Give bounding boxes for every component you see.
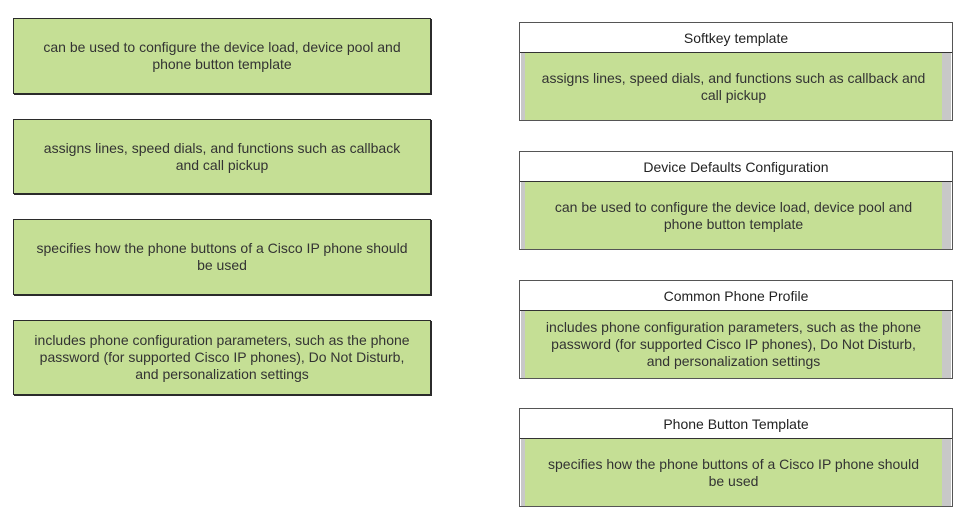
target-title: Device Defaults Configuration (520, 152, 952, 182)
drag-item-assigns-lines[interactable]: assigns lines, speed dials, and function… (13, 119, 431, 194)
drag-item-text: includes phone configuration parameters,… (34, 332, 410, 382)
drop-zone[interactable]: specifies how the phone buttons of a Cis… (521, 439, 951, 506)
drag-item-text: assigns lines, speed dials, and function… (43, 139, 401, 173)
drag-item-phone-buttons[interactable]: specifies how the phone buttons of a Cis… (13, 219, 431, 295)
drop-target-common-phone-profile[interactable]: Common Phone Profile includes phone conf… (519, 280, 953, 379)
placed-answer[interactable]: assigns lines, speed dials, and function… (525, 53, 942, 120)
placed-answer[interactable]: includes phone configuration parameters,… (525, 311, 942, 378)
drag-item-device-load[interactable]: can be used to configure the device load… (13, 18, 431, 94)
drop-zone[interactable]: assigns lines, speed dials, and function… (521, 53, 951, 120)
placed-answer[interactable]: specifies how the phone buttons of a Cis… (525, 439, 942, 506)
drop-target-device-defaults[interactable]: Device Defaults Configuration can be use… (519, 151, 953, 250)
target-title: Phone Button Template (520, 409, 952, 439)
target-title: Common Phone Profile (520, 281, 952, 311)
drop-target-phone-button-template[interactable]: Phone Button Template specifies how the … (519, 408, 953, 507)
drag-item-text: can be used to configure the device load… (43, 39, 401, 72)
drag-item-text: specifies how the phone buttons of a Cis… (36, 240, 408, 273)
drag-item-phone-config[interactable]: includes phone configuration parameters,… (13, 320, 431, 395)
drop-zone[interactable]: includes phone configuration parameters,… (521, 311, 951, 378)
drop-target-softkey-template[interactable]: Softkey template assigns lines, speed di… (519, 22, 953, 121)
placed-answer[interactable]: can be used to configure the device load… (525, 182, 942, 249)
drop-zone[interactable]: can be used to configure the device load… (521, 182, 951, 249)
target-title: Softkey template (520, 23, 952, 53)
